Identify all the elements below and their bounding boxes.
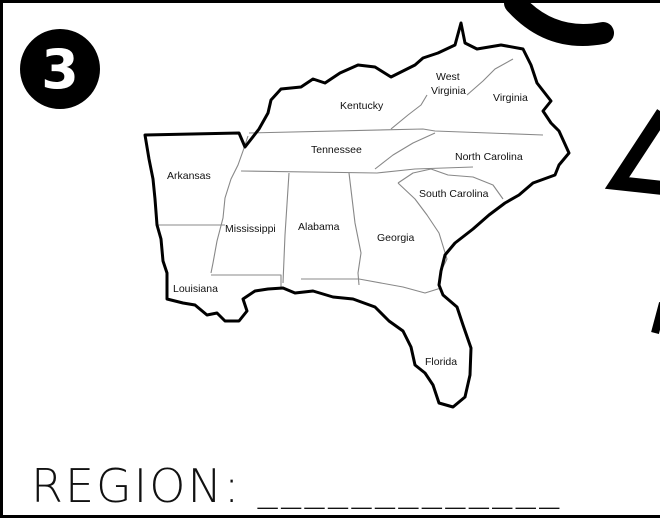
card-number-badge: 3 [20, 29, 100, 109]
region-answer-blank[interactable]: _____________ [257, 470, 563, 510]
region-answer-line: REGION: _____________ [31, 449, 562, 509]
region-outline [143, 21, 571, 409]
wv-va-border [466, 58, 514, 96]
page-corner-decoration [504, 3, 660, 335]
label-florida: Florida [425, 356, 457, 368]
label-kentucky: Kentucky [340, 100, 384, 112]
label-georgia: Georgia [377, 232, 415, 244]
ms-al-border [282, 172, 290, 284]
label-mississippi: Mississippi [225, 223, 276, 235]
label-west-virginia-line1: West [436, 71, 460, 83]
ga-sc-border [397, 182, 448, 268]
label-west-virginia-line2: Virginia [431, 85, 466, 97]
ms-la-border [211, 274, 282, 289]
label-north-carolina: North Carolina [455, 151, 523, 163]
state-borders [158, 58, 544, 294]
decorative-swoosh-top [504, 3, 614, 46]
nc-sc-border [397, 168, 504, 200]
southeast-region-map: Kentucky West Virginia Virginia Tennesse… [143, 21, 571, 409]
label-alabama: Alabama [298, 221, 340, 233]
tn-nc-border [374, 132, 436, 170]
river-ms-ar [210, 135, 249, 274]
region-label: REGION: [31, 459, 242, 513]
tn-south-border [240, 166, 474, 174]
decorative-stroke-lower [651, 301, 660, 335]
card-number: 3 [41, 37, 79, 101]
fl-al-ga-border [301, 278, 442, 294]
label-arkansas: Arkansas [167, 170, 211, 182]
label-louisiana: Louisiana [173, 283, 218, 295]
label-south-carolina: South Carolina [419, 188, 489, 200]
al-ga-border [348, 172, 362, 286]
decorative-stroke-right [604, 109, 660, 195]
ky-va-wv-border [390, 94, 428, 130]
label-virginia: Virginia [493, 92, 528, 104]
label-tennessee: Tennessee [311, 144, 362, 156]
ky-tn-border [248, 128, 544, 136]
